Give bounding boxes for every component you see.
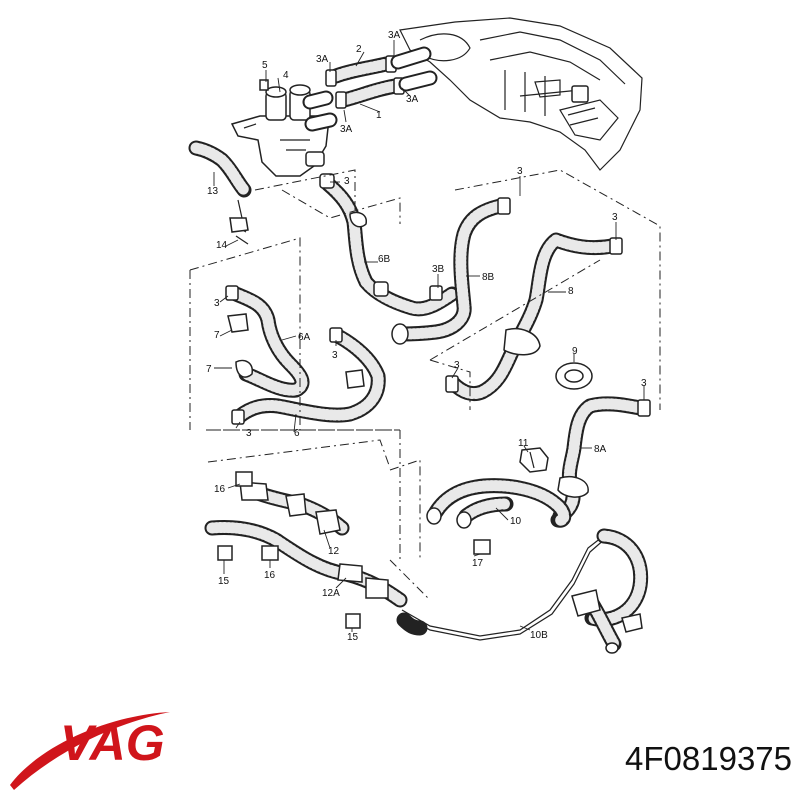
engine-block — [399, 17, 643, 171]
callout-3-d: 3 — [214, 298, 220, 309]
callout-4: 4 — [283, 70, 289, 81]
callout-6: 6 — [294, 428, 300, 439]
callout-2: 2 — [356, 44, 362, 55]
callout-10B: 10B — [530, 630, 548, 641]
part-9-grommet — [555, 362, 593, 390]
hose-6B — [319, 173, 460, 317]
valve-unit — [230, 79, 338, 177]
callout-12: 12 — [328, 546, 340, 557]
callout-14: 14 — [216, 240, 228, 251]
hose-6A — [225, 285, 310, 398]
callout-3-g: 3 — [641, 378, 647, 389]
callout-12A: 12A — [322, 588, 340, 599]
part-16b — [261, 545, 279, 561]
callout-11: 11 — [518, 438, 529, 449]
callout-3A-4: 3A — [406, 94, 419, 105]
callout-3A-1: 3A — [388, 30, 401, 41]
callout-3-e: 3 — [332, 350, 338, 361]
callout-3-a: 3 — [344, 176, 350, 187]
callout-6A: 6A — [298, 332, 311, 343]
callout-15-b: 15 — [347, 632, 359, 643]
callout-3-f: 3 — [454, 360, 460, 371]
leader-lines — [213, 40, 645, 632]
hose-10 — [426, 478, 572, 529]
callout-7-a: 7 — [214, 330, 220, 341]
part-number: 4F0819375 — [625, 740, 792, 777]
vag-logo: VAG — [10, 712, 170, 790]
callout-13: 13 — [207, 186, 219, 197]
hose-12 — [239, 481, 350, 536]
callout-3-b: 3 — [517, 166, 523, 177]
callout-labels: 1 2 3A 3A 3A 3A 4 5 13 14 3 3 6B 3B 8B 3… — [206, 30, 647, 643]
callout-16-b: 16 — [264, 570, 276, 581]
callout-6B: 6B — [378, 254, 391, 265]
callout-3-c: 3 — [612, 212, 618, 223]
callout-10: 10 — [510, 516, 522, 527]
part-15b — [345, 613, 361, 629]
hose-8B — [391, 197, 511, 345]
callout-16-a: 16 — [214, 484, 226, 495]
hose-12A — [204, 520, 408, 608]
hose-1 — [335, 70, 438, 109]
callout-3-h: 3 — [246, 428, 252, 439]
part-17 — [473, 539, 491, 555]
hose-8 — [445, 232, 623, 402]
callout-15-a: 15 — [218, 576, 230, 587]
hose-6 — [231, 327, 386, 425]
callout-1: 1 — [376, 110, 382, 121]
brand-logo-text: VAG — [60, 715, 165, 771]
callout-3A-3: 3A — [340, 124, 353, 135]
callout-8: 8 — [568, 286, 574, 297]
hose-2 — [325, 46, 432, 87]
hose-10B — [396, 528, 649, 654]
callout-8B: 8B — [482, 272, 495, 283]
callout-9: 9 — [572, 346, 578, 357]
part-15a — [217, 545, 233, 561]
callout-3A-2: 3A — [316, 54, 329, 65]
part-16a — [235, 471, 253, 487]
callout-8A: 8A — [594, 444, 607, 455]
callout-5: 5 — [262, 60, 268, 71]
callout-7-b: 7 — [206, 364, 212, 375]
callout-3B: 3B — [432, 264, 445, 275]
hose-13 — [188, 140, 252, 245]
assembly-boundaries — [189, 169, 661, 601]
part-11-bracket — [519, 447, 549, 473]
callout-17: 17 — [472, 558, 484, 569]
hose-8A — [552, 396, 651, 524]
